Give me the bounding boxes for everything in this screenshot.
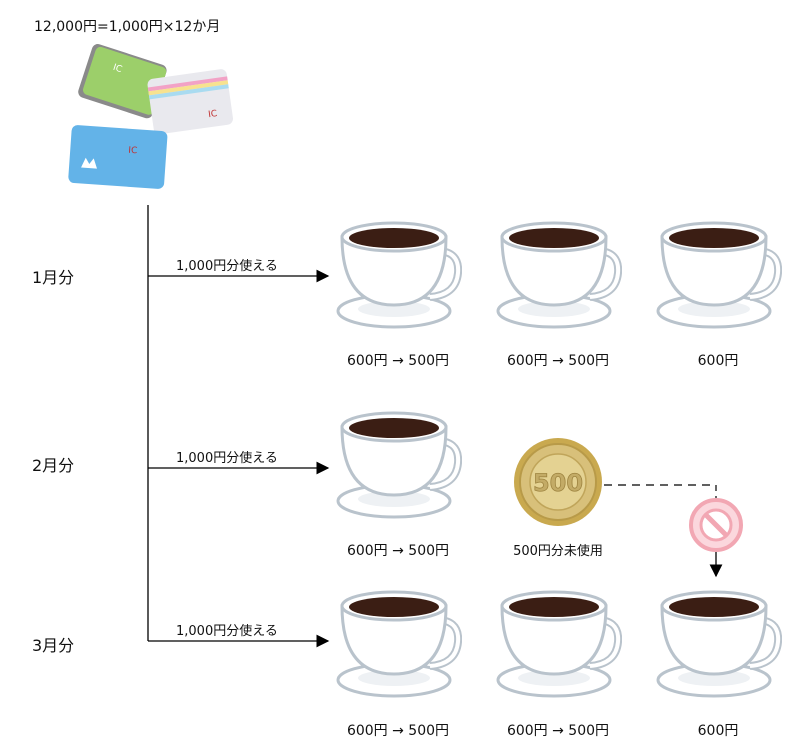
prohibited-icon	[689, 498, 743, 552]
price-label: 600円 → 500円	[506, 723, 610, 739]
price-label: 600円 → 500円	[346, 353, 450, 369]
card-ic-label: IC	[208, 109, 218, 120]
price-label: 600円 → 500円	[346, 723, 450, 739]
arrow-label-1: 1,000円分使える	[176, 259, 278, 274]
arrow-label-2: 1,000円分使える	[176, 451, 278, 466]
month-label-1: 1月分	[32, 268, 75, 287]
unused-caption: 500円分未使用	[513, 544, 603, 559]
price-label: 600円 → 500円	[506, 353, 610, 369]
rainbow-ic-card: IC	[147, 69, 233, 135]
coffee-cup-icon	[492, 213, 622, 333]
price-label: 600円	[697, 723, 739, 739]
price-label: 600円 → 500円	[346, 543, 450, 559]
coffee-cup-icon	[332, 582, 462, 702]
card-ic-label: IC	[112, 63, 124, 75]
coin-value: 500	[533, 469, 583, 497]
price-label: 600円	[697, 353, 739, 369]
coffee-cup-icon	[332, 213, 462, 333]
coffee-cup-icon	[492, 582, 622, 702]
green-ic-card: IC	[78, 44, 167, 119]
ic-cards-illustration: IC IC IC	[68, 44, 233, 189]
coffee-cup-icon	[652, 582, 782, 702]
blue-ic-card: IC	[68, 125, 168, 189]
500-yen-coin-icon: 500	[514, 438, 602, 526]
arrow-label-3: 1,000円分使える	[176, 624, 278, 639]
formula-text: 12,000円=1,000円×12か月	[34, 19, 221, 35]
month-label-3: 3月分	[32, 636, 75, 655]
coffee-cup-icon	[652, 213, 782, 333]
card-ic-label: IC	[128, 146, 138, 157]
month-label-2: 2月分	[32, 456, 75, 475]
coffee-cup-icon	[332, 403, 462, 523]
